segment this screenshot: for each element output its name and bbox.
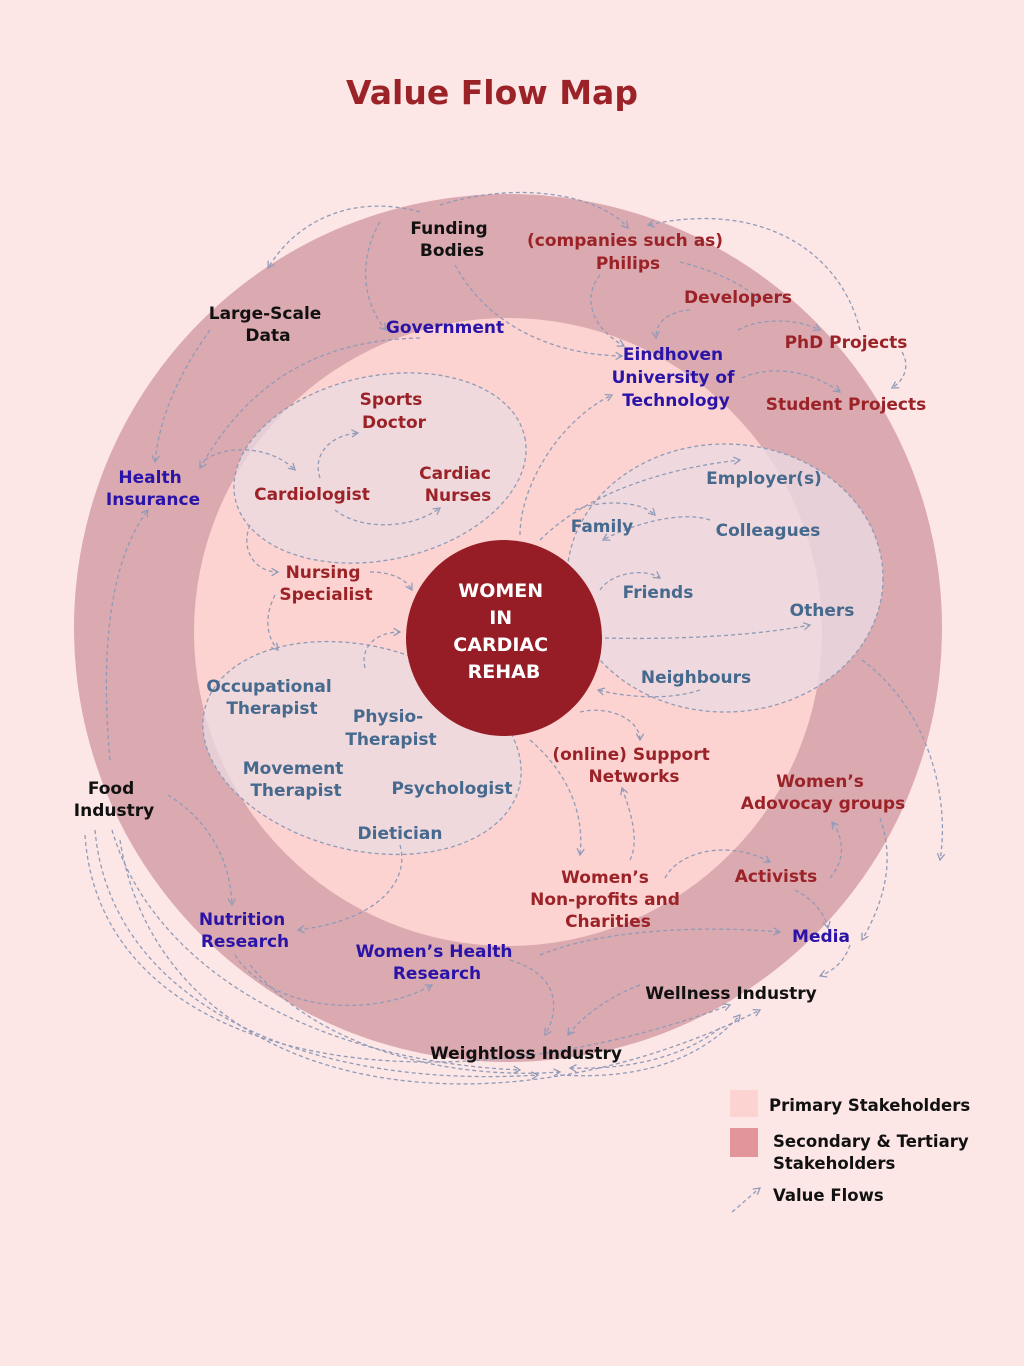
- center-label-line: REHAB: [468, 661, 541, 683]
- label-media: Media: [792, 927, 850, 947]
- label-philips: (companies such as) Philips: [527, 231, 729, 274]
- label-nursing-specialist: Nursing Specialist: [279, 563, 372, 605]
- label-womens-health-research: Women’s Health Research: [356, 942, 519, 984]
- label-sports-doctor: Sports Doctor: [360, 390, 429, 433]
- label-dietician: Dietician: [358, 824, 443, 844]
- label-nutrition-research: Nutrition Research: [199, 910, 291, 952]
- legend-flow-arrow-icon: [731, 1187, 762, 1213]
- label-physio-therapist: Physio- Therapist: [345, 707, 436, 750]
- label-cardiologist: Cardiologist: [254, 485, 370, 505]
- legend-secondary-swatch: [730, 1128, 758, 1157]
- legend-primary-swatch: [730, 1090, 758, 1117]
- stakeholder-labels: Funding Bodies (companies such as) Phili…: [74, 219, 926, 1064]
- label-food-industry: Food Industry: [74, 779, 154, 821]
- social-cluster: [566, 443, 884, 713]
- label-phd-projects: PhD Projects: [785, 333, 908, 353]
- label-neighbours: Neighbours: [641, 668, 751, 688]
- label-health-insurance: Health Insurance: [106, 468, 200, 510]
- label-family: Family: [571, 517, 634, 537]
- label-funding-bodies: Funding Bodies: [410, 219, 493, 261]
- medical-cluster: [233, 372, 527, 564]
- label-others: Others: [790, 601, 855, 621]
- value-flow-arrows: [84, 191, 946, 1085]
- center-circle: [406, 540, 602, 736]
- label-nonprofits-charities: Women’s Non-profits and Charities: [530, 868, 686, 932]
- label-occupational-therapist: Occupational Therapist: [206, 677, 337, 719]
- center-label-line: IN: [489, 607, 512, 629]
- label-colleagues: Colleagues: [716, 521, 821, 541]
- label-student-projects: Student Projects: [766, 395, 927, 415]
- label-support-networks: (online) Support Networks: [552, 745, 715, 787]
- center-label-line: WOMEN: [458, 580, 543, 602]
- label-friends: Friends: [623, 583, 694, 603]
- label-eindhoven-university: Eindhoven University of Technology: [612, 345, 741, 411]
- center-label-line: CARDIAC: [453, 634, 548, 656]
- legend-primary-label: Primary Stakeholders: [769, 1096, 970, 1115]
- legend: Primary Stakeholders Secondary & Tertiar…: [730, 1090, 974, 1213]
- label-movement-therapist: Movement Therapist: [243, 759, 350, 801]
- label-psychologist: Psychologist: [392, 779, 513, 799]
- label-wellness-industry: Wellness Industry: [645, 984, 817, 1004]
- label-large-scale-data: Large-Scale Data: [209, 304, 328, 346]
- center-label: WOMEN IN CARDIAC REHAB: [453, 580, 554, 683]
- label-womens-advocacy-groups: Women’s Adovocay groups: [741, 772, 905, 814]
- label-government: Government: [386, 318, 504, 338]
- legend-secondary-label: Secondary & Tertiary Stakeholders: [773, 1132, 974, 1173]
- label-activists: Activists: [735, 867, 817, 887]
- label-employers: Employer(s): [706, 469, 822, 489]
- label-cardiac-nurses: Cardiac Nurses: [419, 464, 497, 506]
- label-developers: Developers: [684, 288, 792, 308]
- label-weightloss-industry: Weightloss Industry: [430, 1044, 622, 1064]
- page-title: Value Flow Map: [346, 73, 638, 112]
- legend-flows-label: Value Flows: [773, 1186, 884, 1205]
